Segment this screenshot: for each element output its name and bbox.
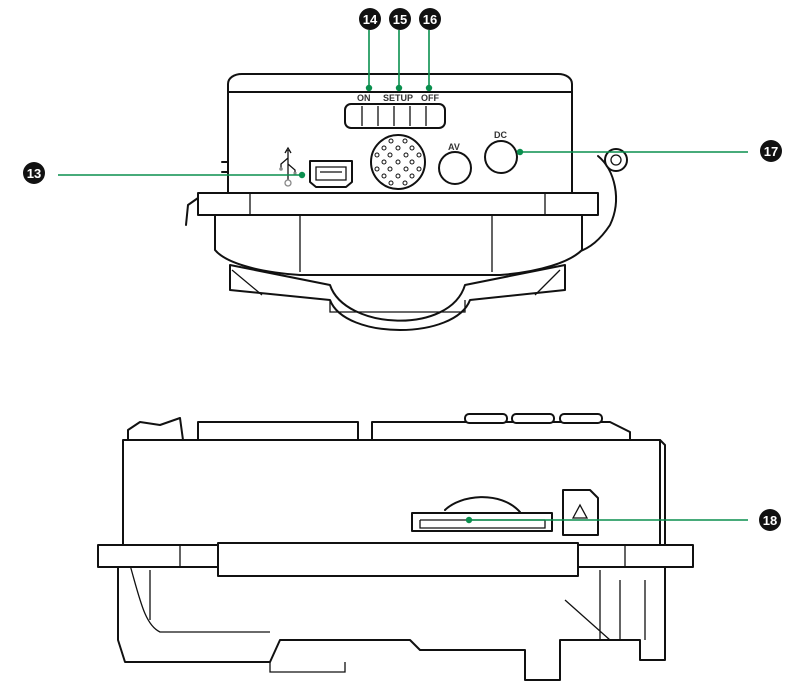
top-button-3[interactable] — [559, 413, 603, 424]
callout-18: 18 — [465, 509, 781, 531]
sd-slot-recess — [444, 496, 521, 513]
callout-17: 17 — [516, 140, 782, 162]
av-label: AV — [448, 142, 460, 152]
strap-ring — [604, 148, 628, 172]
switch-label-off: OFF — [421, 93, 439, 103]
svg-text:13: 13 — [27, 166, 41, 181]
dc-label: DC — [494, 130, 507, 140]
mode-switch[interactable] — [344, 103, 446, 129]
av-port[interactable] — [438, 151, 472, 185]
top-ridge-right — [371, 421, 631, 441]
top-button-2[interactable] — [511, 413, 555, 424]
svg-text:15: 15 — [393, 12, 407, 27]
mount-flange — [197, 192, 599, 216]
camera-side-view — [97, 413, 694, 681]
camera-top-view: ON SETUP OFF — [185, 73, 628, 331]
top-ridge-left — [197, 421, 359, 441]
dc-port[interactable] — [484, 140, 518, 174]
callout-14: 14 — [359, 8, 381, 92]
lower-housing — [229, 264, 566, 331]
switch-label-setup: SETUP — [383, 93, 413, 103]
callout-16: 16 — [419, 8, 441, 92]
svg-text:16: 16 — [423, 12, 437, 27]
battery-door — [217, 542, 579, 577]
sd-card-slot[interactable] — [411, 512, 553, 532]
speaker-grille — [370, 134, 426, 190]
callout-13: 13 — [23, 162, 306, 184]
svg-text:14: 14 — [363, 12, 378, 27]
strap-loop — [577, 155, 617, 253]
callout-15: 15 — [389, 8, 411, 92]
sd-lock-tab — [562, 489, 599, 536]
base-body — [214, 214, 583, 276]
usb-icon — [279, 146, 297, 187]
svg-text:18: 18 — [763, 513, 777, 528]
lower-bracket — [117, 564, 666, 681]
top-button-1[interactable] — [464, 413, 508, 424]
switch-label-on: ON — [357, 93, 371, 103]
triangle-icon — [571, 503, 589, 519]
svg-text:17: 17 — [764, 144, 778, 159]
usb-port[interactable] — [309, 160, 353, 188]
